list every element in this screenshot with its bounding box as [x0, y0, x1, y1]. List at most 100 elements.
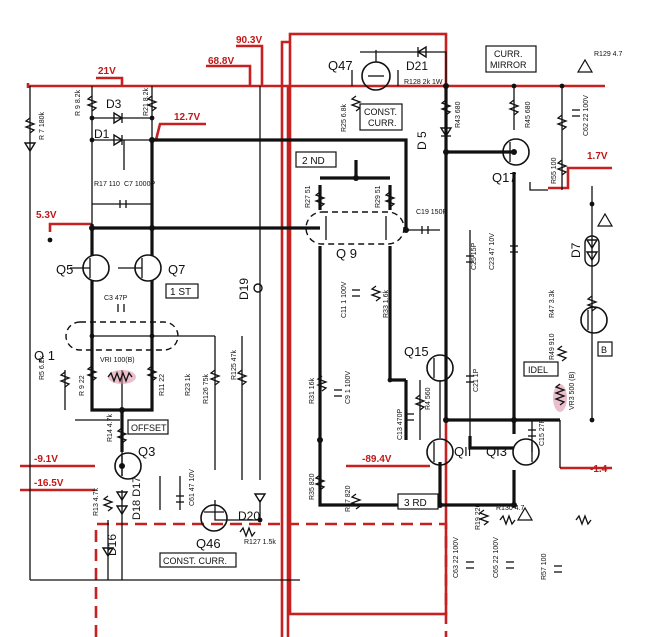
- label-q11: QII: [454, 444, 471, 459]
- label-q5: Q5: [56, 262, 73, 277]
- label-q47: Q47: [328, 58, 353, 73]
- part-label: R33 1.6k: [383, 289, 390, 318]
- voltage-n9v: -9.1V: [34, 454, 58, 465]
- part-label: C25 15P: [471, 242, 478, 270]
- part-label: C7 1000P: [124, 181, 155, 188]
- label-q1: Q 1: [34, 348, 55, 363]
- part-label: R45 680: [525, 101, 532, 128]
- label-q9: Q 9: [336, 246, 357, 261]
- reference-designators: Q47 Q5 Q7 Q 1 Q 9 Q15 QII QI3 Q17 Q3 Q46…: [34, 58, 583, 556]
- part-label: R128 2k 1W: [404, 79, 443, 86]
- part-label: R55 100: [551, 157, 558, 184]
- power-rails: [20, 32, 612, 637]
- label-const-curr-bottom: CONST. CURR.: [163, 556, 227, 566]
- voltage-12v: 12.7V: [174, 112, 200, 123]
- part-label: R14 4.7k: [107, 413, 114, 442]
- part-label: R11 22: [159, 374, 166, 396]
- part-label: C65 22 100V: [493, 537, 500, 578]
- part-label: R57 100: [541, 553, 548, 580]
- transistor-q46: [200, 504, 228, 532]
- label-d7: D7: [569, 242, 583, 258]
- part-label: R 9 22: [79, 375, 86, 396]
- label-q46: Q46: [196, 536, 221, 551]
- label-q17: Q17: [492, 170, 517, 185]
- part-label: VR3 500 (B): [569, 371, 576, 410]
- transistor-q47: [361, 50, 391, 91]
- transistors: [65, 50, 608, 532]
- part-label: C62 22 100V: [583, 95, 590, 136]
- part-label: VRI 100(B): [100, 357, 135, 364]
- label-q13: QI3: [486, 444, 507, 459]
- part-label: R43 680: [455, 101, 462, 128]
- voltage-labels: 90.3V 68.8V 21V 12.7V 5.3V 1.7V -9.1V -1…: [34, 35, 608, 489]
- part-label: R47 3.3k: [549, 289, 556, 318]
- label-q7: Q7: [168, 262, 185, 277]
- part-label: C63 22 100V: [453, 537, 460, 578]
- part-label: R129 4.7: [594, 51, 623, 58]
- label-q15: Q15: [404, 344, 429, 359]
- label-1st: 1 ST: [170, 287, 191, 298]
- transistor-q7: [118, 254, 162, 282]
- part-label: R37 820: [345, 485, 352, 512]
- label-d17: D18 D17: [131, 477, 143, 520]
- part-label: C19 150P: [416, 209, 447, 216]
- part-label: R29 51: [375, 185, 382, 208]
- part-label: R35 820: [309, 473, 316, 500]
- label-curr-mirror-2: MIRROR: [490, 60, 527, 70]
- part-label: R23 1k: [185, 373, 192, 396]
- label-d3: D3: [106, 97, 122, 111]
- part-label: C3 47P: [104, 295, 128, 302]
- label-idel: IDEL: [528, 365, 548, 375]
- part-label: C15 27P: [539, 418, 546, 446]
- transistor-q1: [65, 321, 179, 351]
- voltage-21v: 21V: [98, 66, 116, 77]
- part-label: R4 560: [425, 387, 432, 410]
- transistor-q9: [305, 211, 405, 245]
- part-label: R125 47k: [231, 350, 238, 380]
- part-label: R 7 180k: [39, 111, 46, 140]
- part-label: R 9 8.2k: [75, 89, 82, 116]
- label-d20: D20: [238, 509, 260, 523]
- label-3rd: 3 RD: [404, 498, 427, 509]
- voltage-68v: 68.8V: [208, 56, 234, 67]
- part-label: R49 910: [549, 333, 556, 360]
- part-label: R27 51: [305, 185, 312, 208]
- label-const-curr-2: CURR.: [368, 118, 397, 128]
- part-label: C13 470P: [397, 409, 404, 440]
- label-2nd: 2 ND: [302, 156, 325, 167]
- part-label: R19 220: [475, 503, 482, 530]
- voltage-1v7: 1.7V: [587, 151, 608, 162]
- label-q3: Q3: [138, 444, 155, 459]
- label-offset: OFFSET: [131, 423, 167, 433]
- voltage-5v: 5.3V: [36, 210, 57, 221]
- voltage-n16v: -16.5V: [34, 478, 64, 489]
- part-label: R31 16k: [309, 377, 316, 404]
- part-values: R 9 8.2k R21 8.2k R 7 180k R17 110 C7 10…: [39, 51, 623, 580]
- part-label: C11 1 100V: [341, 281, 348, 318]
- transistor-q-right: [580, 306, 608, 334]
- part-label: R25 6.8k: [341, 103, 348, 132]
- transistor-q3: [114, 452, 142, 480]
- part-label: R130 4.7: [496, 505, 525, 512]
- transistor-q15: [426, 354, 454, 382]
- voltage-90v: 90.3V: [236, 35, 262, 46]
- label-const-curr-1: CONST.: [364, 107, 397, 117]
- transistor-q17: [502, 138, 530, 166]
- voltage-n1v4: -1.4: [590, 464, 608, 475]
- transistor-q13: [512, 438, 540, 466]
- label-b: B: [601, 345, 607, 355]
- boxed-labels: 1 ST 2 ND 3 RD OFFSET IDEL CURR. MIRROR …: [127, 45, 613, 568]
- label-d5: D 5: [415, 131, 429, 150]
- components: [23, 45, 614, 573]
- junction-dots: [47, 83, 595, 523]
- part-label: R126 75k: [203, 374, 210, 404]
- label-d1: D1: [94, 127, 110, 141]
- transistor-q11: [426, 438, 454, 466]
- part-label: R5 6.2k: [39, 355, 46, 380]
- voltage-n89v: -89.4V: [362, 454, 392, 465]
- transistor-q5: [70, 254, 110, 282]
- label-d21: D21: [406, 59, 428, 73]
- part-label: R17 110: [94, 181, 120, 188]
- label-curr-mirror-1: CURR.: [494, 49, 523, 59]
